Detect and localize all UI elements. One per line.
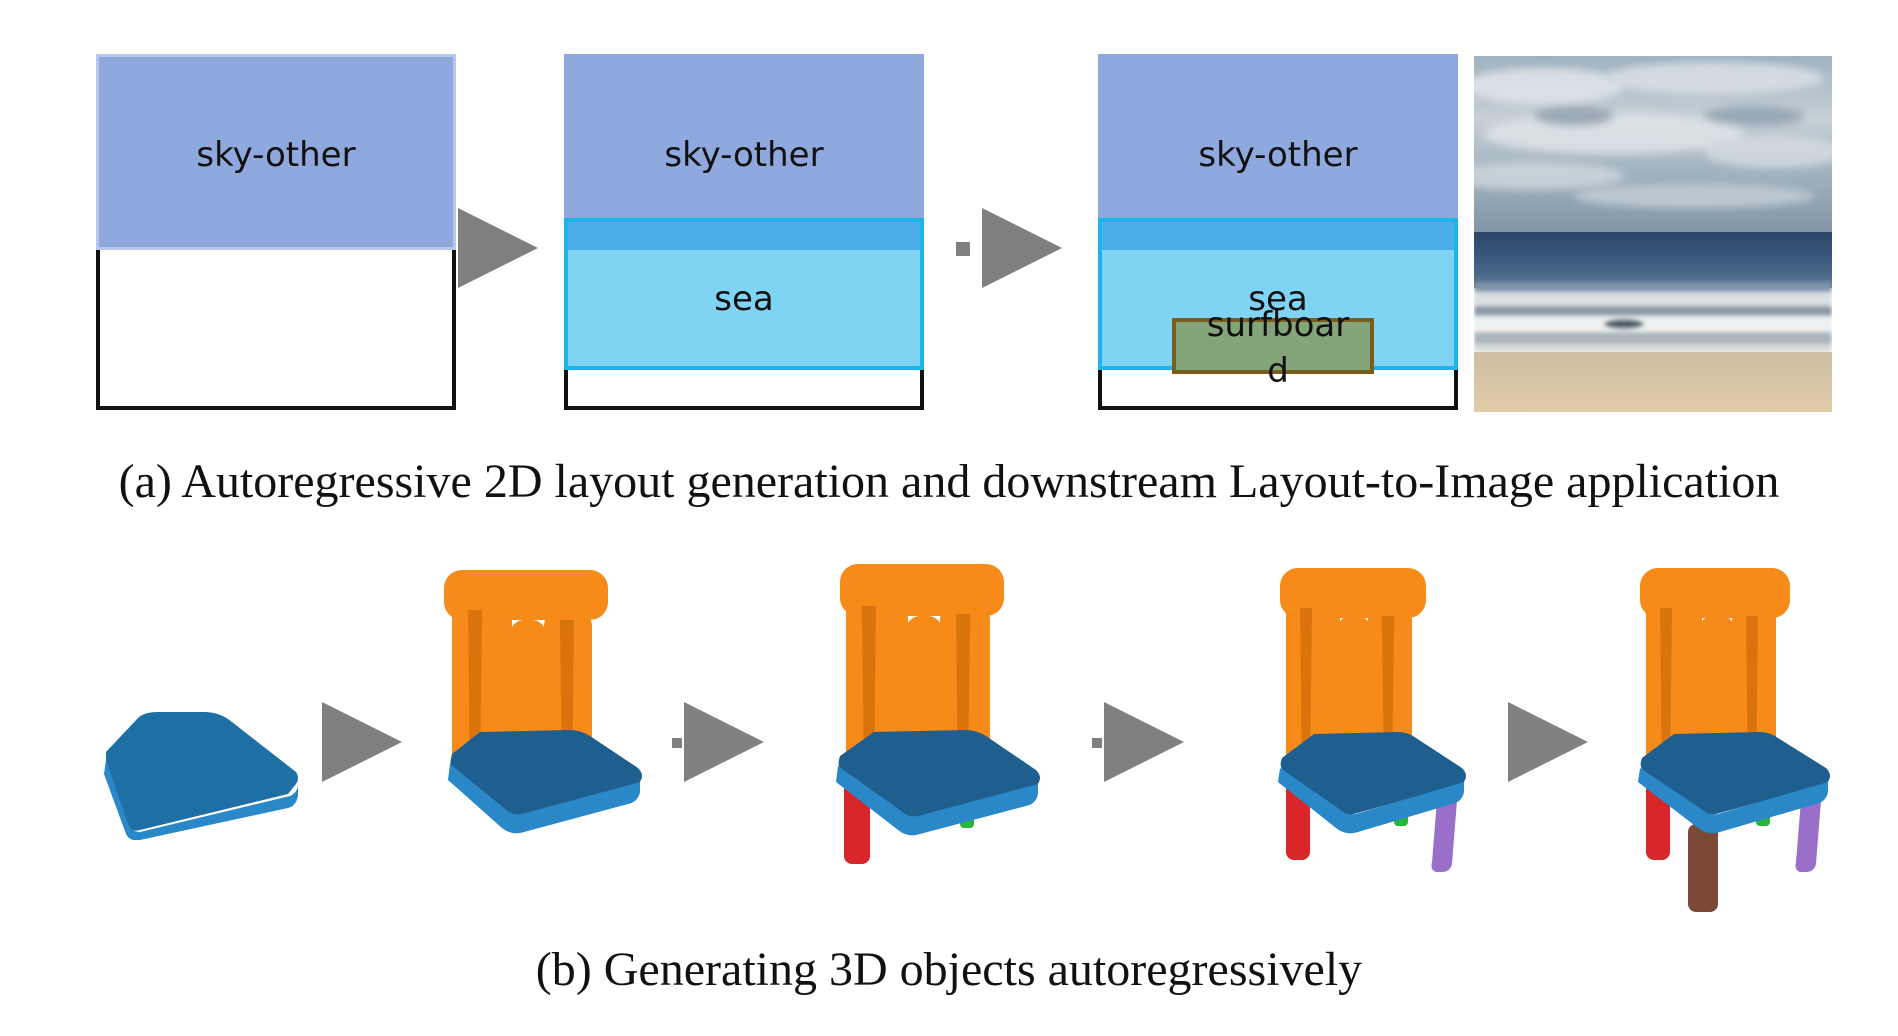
- sea-overlap-band: [1098, 218, 1458, 250]
- chair-stage-5: [1638, 568, 1830, 912]
- sea-label: sea: [714, 279, 774, 319]
- chair-stage-3: [836, 564, 1040, 864]
- sky-label: sky-other: [196, 135, 356, 175]
- chair-stage-1: [104, 712, 298, 840]
- chair-stage-4: [1278, 568, 1466, 872]
- sea-label: sea: [1248, 279, 1308, 319]
- arrow-icon: [672, 702, 764, 782]
- layout-stage-3: sky-other sea surfboar d: [1098, 54, 1458, 410]
- layout-stage-2: sky-other sea: [564, 54, 924, 410]
- sky-box: [1098, 54, 1458, 218]
- sky-box: [564, 54, 924, 218]
- caption-a: (a) Autoregressive 2D layout generation …: [118, 455, 1780, 508]
- sky-label: sky-other: [664, 135, 824, 175]
- arrow-icon: [458, 208, 538, 288]
- surfboard-label: surfboar: [1206, 305, 1350, 345]
- generated-beach-image: [1474, 56, 1832, 412]
- arrow-icon: [1508, 702, 1588, 782]
- arrow-icon: [1092, 702, 1184, 782]
- sea-box: [564, 218, 924, 370]
- sea-box-fill: [564, 250, 924, 370]
- surfboard-label-wrap: d: [1267, 351, 1289, 391]
- arrow-icon: [322, 702, 402, 782]
- sky-box: [96, 54, 456, 250]
- chair-stage-2: [444, 570, 642, 834]
- sky-label: sky-other: [1198, 135, 1358, 175]
- layout-stage-1: sky-other: [96, 54, 456, 410]
- surfboard-box: [1172, 318, 1374, 374]
- sea-overlap-band: [564, 218, 924, 250]
- caption-b: (b) Generating 3D objects autoregressive…: [535, 943, 1363, 996]
- arrow-icon: [956, 208, 1062, 288]
